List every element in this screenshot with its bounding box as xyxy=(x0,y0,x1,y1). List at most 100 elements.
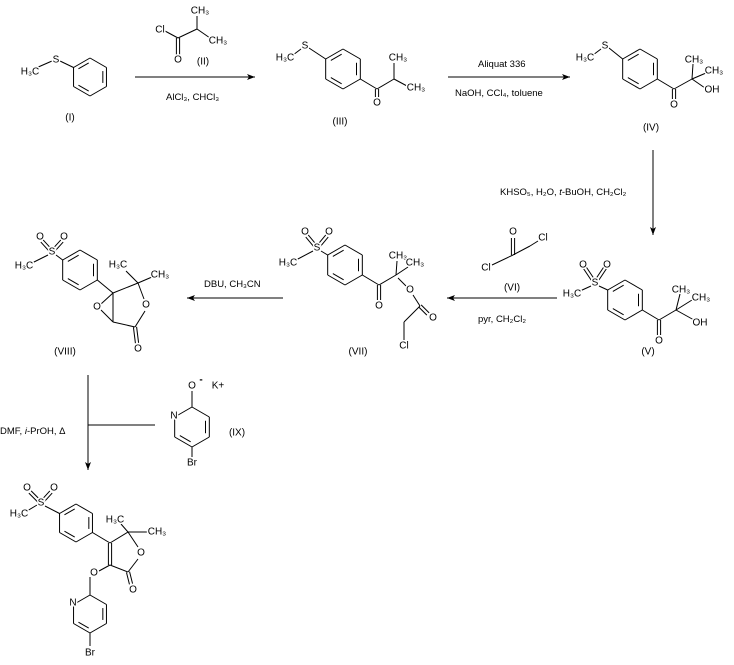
atom: O xyxy=(142,300,150,311)
bond xyxy=(31,254,49,264)
bond xyxy=(657,78,675,90)
double-bond xyxy=(28,492,41,505)
atom: S xyxy=(53,55,60,66)
arrowhead xyxy=(562,74,570,80)
bond xyxy=(491,254,514,266)
double-bond xyxy=(30,490,43,503)
atom: O xyxy=(603,260,611,271)
atom: O xyxy=(579,260,587,271)
step5-conditions: DBU, CH₃CN xyxy=(204,279,261,290)
ring-bond xyxy=(622,78,641,90)
double-bond xyxy=(42,239,54,252)
bond xyxy=(691,78,706,89)
atom: Cl xyxy=(399,341,408,352)
ring-inner-bond xyxy=(179,435,191,443)
double-bond xyxy=(125,572,130,585)
text-part: DMF, xyxy=(0,426,25,437)
bond xyxy=(691,72,707,80)
ring-bond xyxy=(327,244,346,256)
atom-labels: H₃C S (I) Cl O CH₃ CH₃ (II) H₃C S O CH₃ … xyxy=(8,4,725,660)
ring-bond xyxy=(191,406,210,418)
double-bond xyxy=(307,234,319,248)
ring-bond xyxy=(89,623,107,634)
bond xyxy=(598,285,608,291)
compound-label-VI: (VI) xyxy=(504,283,520,294)
ring-bond xyxy=(75,503,93,514)
atom: S xyxy=(49,247,56,258)
text-part: -PrOH, Δ xyxy=(27,426,66,437)
atom: CH₃ xyxy=(389,53,408,64)
bond xyxy=(320,250,328,256)
bond xyxy=(100,292,114,305)
bond xyxy=(412,294,421,307)
atom: O xyxy=(134,344,142,355)
double-bond xyxy=(50,239,62,252)
bond xyxy=(675,299,693,311)
atom: Br xyxy=(85,648,96,659)
compound-label-I: (I) xyxy=(65,113,74,124)
ring-inner-bond xyxy=(64,508,75,516)
ring-bond xyxy=(342,78,361,90)
atom: Cl xyxy=(538,233,547,244)
compound-label-VII: (VII) xyxy=(349,347,368,358)
atom: O xyxy=(23,483,31,494)
bond xyxy=(295,250,314,261)
step4-conditions: pyr, CH₂Cl₂ xyxy=(478,314,526,325)
atom: O xyxy=(50,483,58,494)
arrowhead xyxy=(447,295,455,301)
arrowhead xyxy=(187,295,195,301)
atom: O xyxy=(325,227,333,238)
atom: S xyxy=(314,243,321,254)
ring-bond xyxy=(73,86,91,97)
ring-inner-bond xyxy=(67,254,79,262)
bond xyxy=(675,293,681,311)
double-bond xyxy=(583,268,595,285)
ring-bond xyxy=(89,86,107,97)
atom: H₃C xyxy=(106,515,125,526)
atom: CH₃ xyxy=(389,251,408,262)
double-bond xyxy=(315,234,327,248)
bond xyxy=(97,279,114,294)
bond xyxy=(164,30,179,39)
atom: H₃C xyxy=(563,289,582,300)
ring-inner-bond xyxy=(78,621,89,629)
atom: N xyxy=(170,411,177,422)
atom: O xyxy=(670,100,678,111)
bond xyxy=(109,564,129,573)
atom: S xyxy=(602,41,609,52)
atom: CH₃ xyxy=(685,55,704,66)
bond xyxy=(35,60,53,69)
ring-inner-bond xyxy=(612,284,624,292)
bond xyxy=(308,47,326,60)
ring-inner-bond xyxy=(330,77,342,85)
atom: OH xyxy=(693,318,708,329)
atom: O xyxy=(60,232,68,243)
atom: S xyxy=(302,41,309,52)
bond xyxy=(26,504,38,512)
bond xyxy=(44,505,60,514)
double-bond xyxy=(40,241,52,254)
bond xyxy=(512,245,531,256)
bond xyxy=(658,309,677,321)
atom: O xyxy=(90,568,98,579)
bond xyxy=(177,28,198,39)
bond xyxy=(592,48,602,56)
bond xyxy=(98,564,111,572)
ring-bond xyxy=(325,78,344,90)
double-bond xyxy=(418,306,428,316)
double-bond xyxy=(39,490,51,503)
text-part: -BuOH, CH₂Cl₂ xyxy=(562,187,627,198)
double-bond xyxy=(420,304,430,314)
bond xyxy=(360,78,378,90)
ring-inner-bond xyxy=(627,53,639,61)
double-bond xyxy=(132,327,136,344)
bond xyxy=(691,63,694,80)
bond xyxy=(395,260,398,276)
bond xyxy=(127,558,139,573)
atom: OH xyxy=(705,85,720,96)
atom: O xyxy=(373,98,381,109)
atom: Cl xyxy=(481,263,490,274)
step6-conditions: DMF, i-PrOH, Δ xyxy=(0,426,66,437)
atom: CH₃ xyxy=(191,6,210,17)
